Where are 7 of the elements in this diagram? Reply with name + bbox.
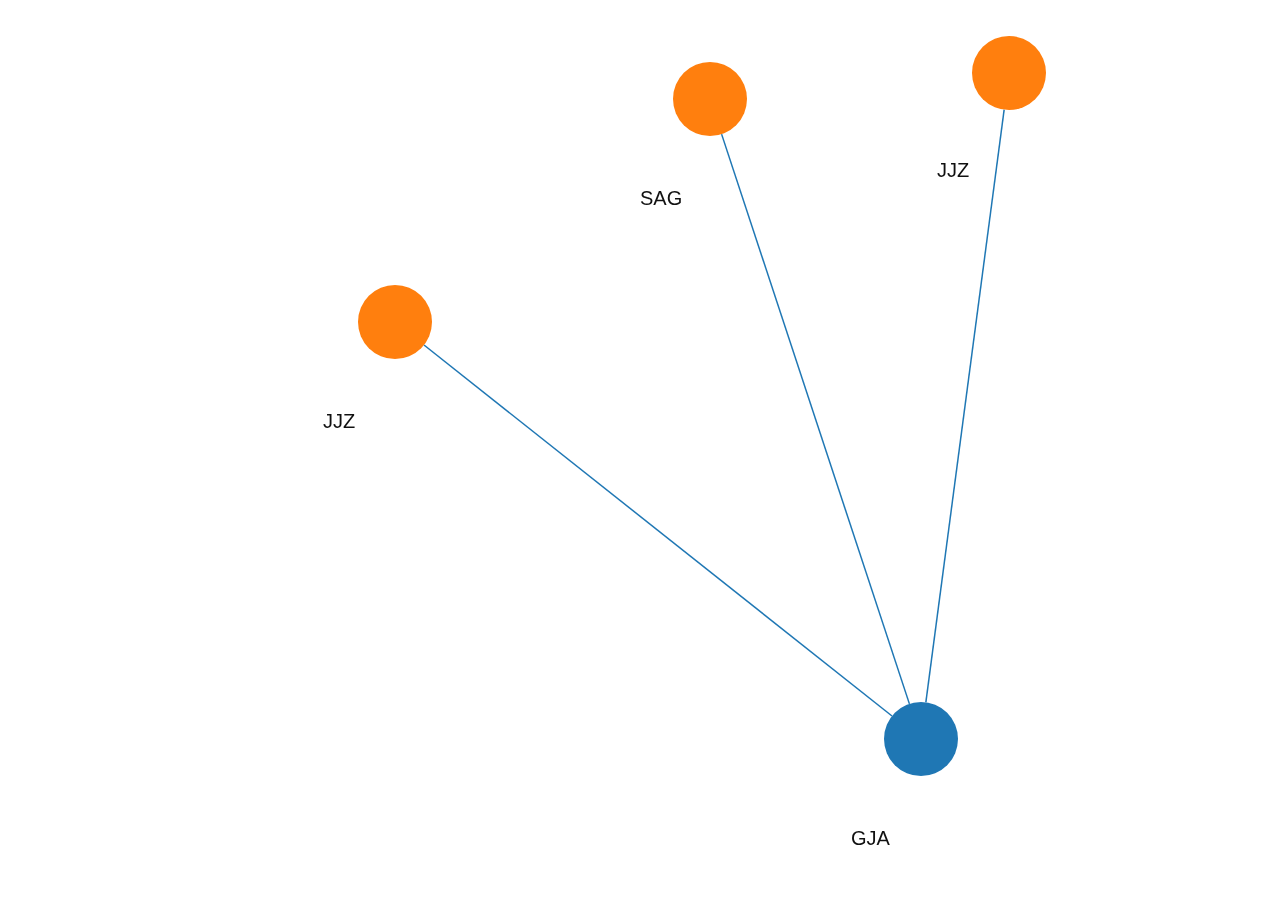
connector-line — [925, 108, 1005, 704]
node-label: GJA — [851, 827, 890, 850]
connector-line — [720, 133, 911, 705]
node-label: JJZ — [323, 410, 356, 433]
connector-line — [423, 344, 893, 717]
node-label: JJZ — [937, 159, 970, 182]
node-label: SAG — [640, 187, 683, 210]
